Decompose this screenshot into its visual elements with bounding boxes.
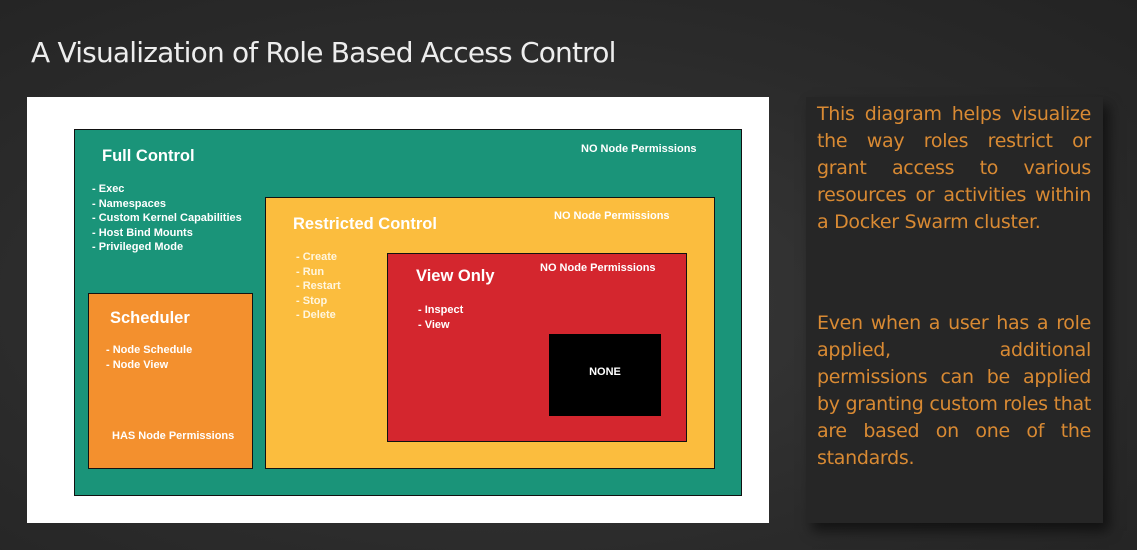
restricted-control-title: Restricted Control <box>293 215 437 233</box>
permission-item: Namespaces <box>92 197 242 212</box>
description-paragraph: Even when a user has a role applied, add… <box>817 312 1091 469</box>
scheduler-title: Scheduler <box>110 309 190 327</box>
permission-item: Privileged Mode <box>92 240 242 255</box>
rbac-diagram: Full Control NO Node Permissions Exec Na… <box>27 97 769 523</box>
permission-item: Node View <box>106 358 192 373</box>
full-control-title: Full Control <box>102 147 195 165</box>
permission-item: Inspect <box>418 303 464 318</box>
permission-item: Exec <box>92 182 242 197</box>
view-only-title: View Only <box>416 267 495 285</box>
description-panel: This diagram helps visualize the way rol… <box>806 97 1103 523</box>
scheduler-box: Scheduler Node Schedule Node View HAS No… <box>88 293 253 469</box>
restricted-control-permissions: Create Run Restart Stop Delete <box>296 250 341 323</box>
permission-item: Stop <box>296 294 341 309</box>
none-label: NONE <box>589 366 621 378</box>
restricted-control-node-note: NO Node Permissions <box>554 210 670 222</box>
full-control-node-note: NO Node Permissions <box>581 143 697 155</box>
permission-item: Run <box>296 265 341 280</box>
slide-title: A Visualization of Role Based Access Con… <box>31 36 616 69</box>
scheduler-node-note: HAS Node Permissions <box>112 430 235 442</box>
full-control-permissions: Exec Namespaces Custom Kernel Capabiliti… <box>92 182 242 255</box>
permission-item: Host Bind Mounts <box>92 226 242 241</box>
permission-item: Create <box>296 250 341 265</box>
permission-item: Custom Kernel Capabilities <box>92 211 242 226</box>
permission-item: Node Schedule <box>106 343 192 358</box>
permission-item: Restart <box>296 279 341 294</box>
view-only-node-note: NO Node Permissions <box>540 262 656 274</box>
none-box: NONE <box>549 334 661 416</box>
scheduler-permissions: Node Schedule Node View <box>106 343 192 372</box>
view-only-permissions: Inspect View <box>418 303 464 333</box>
description-paragraph: This diagram helps visualize the way rol… <box>817 103 1091 233</box>
permission-item: View <box>418 318 463 333</box>
permission-item: Delete <box>296 308 341 323</box>
